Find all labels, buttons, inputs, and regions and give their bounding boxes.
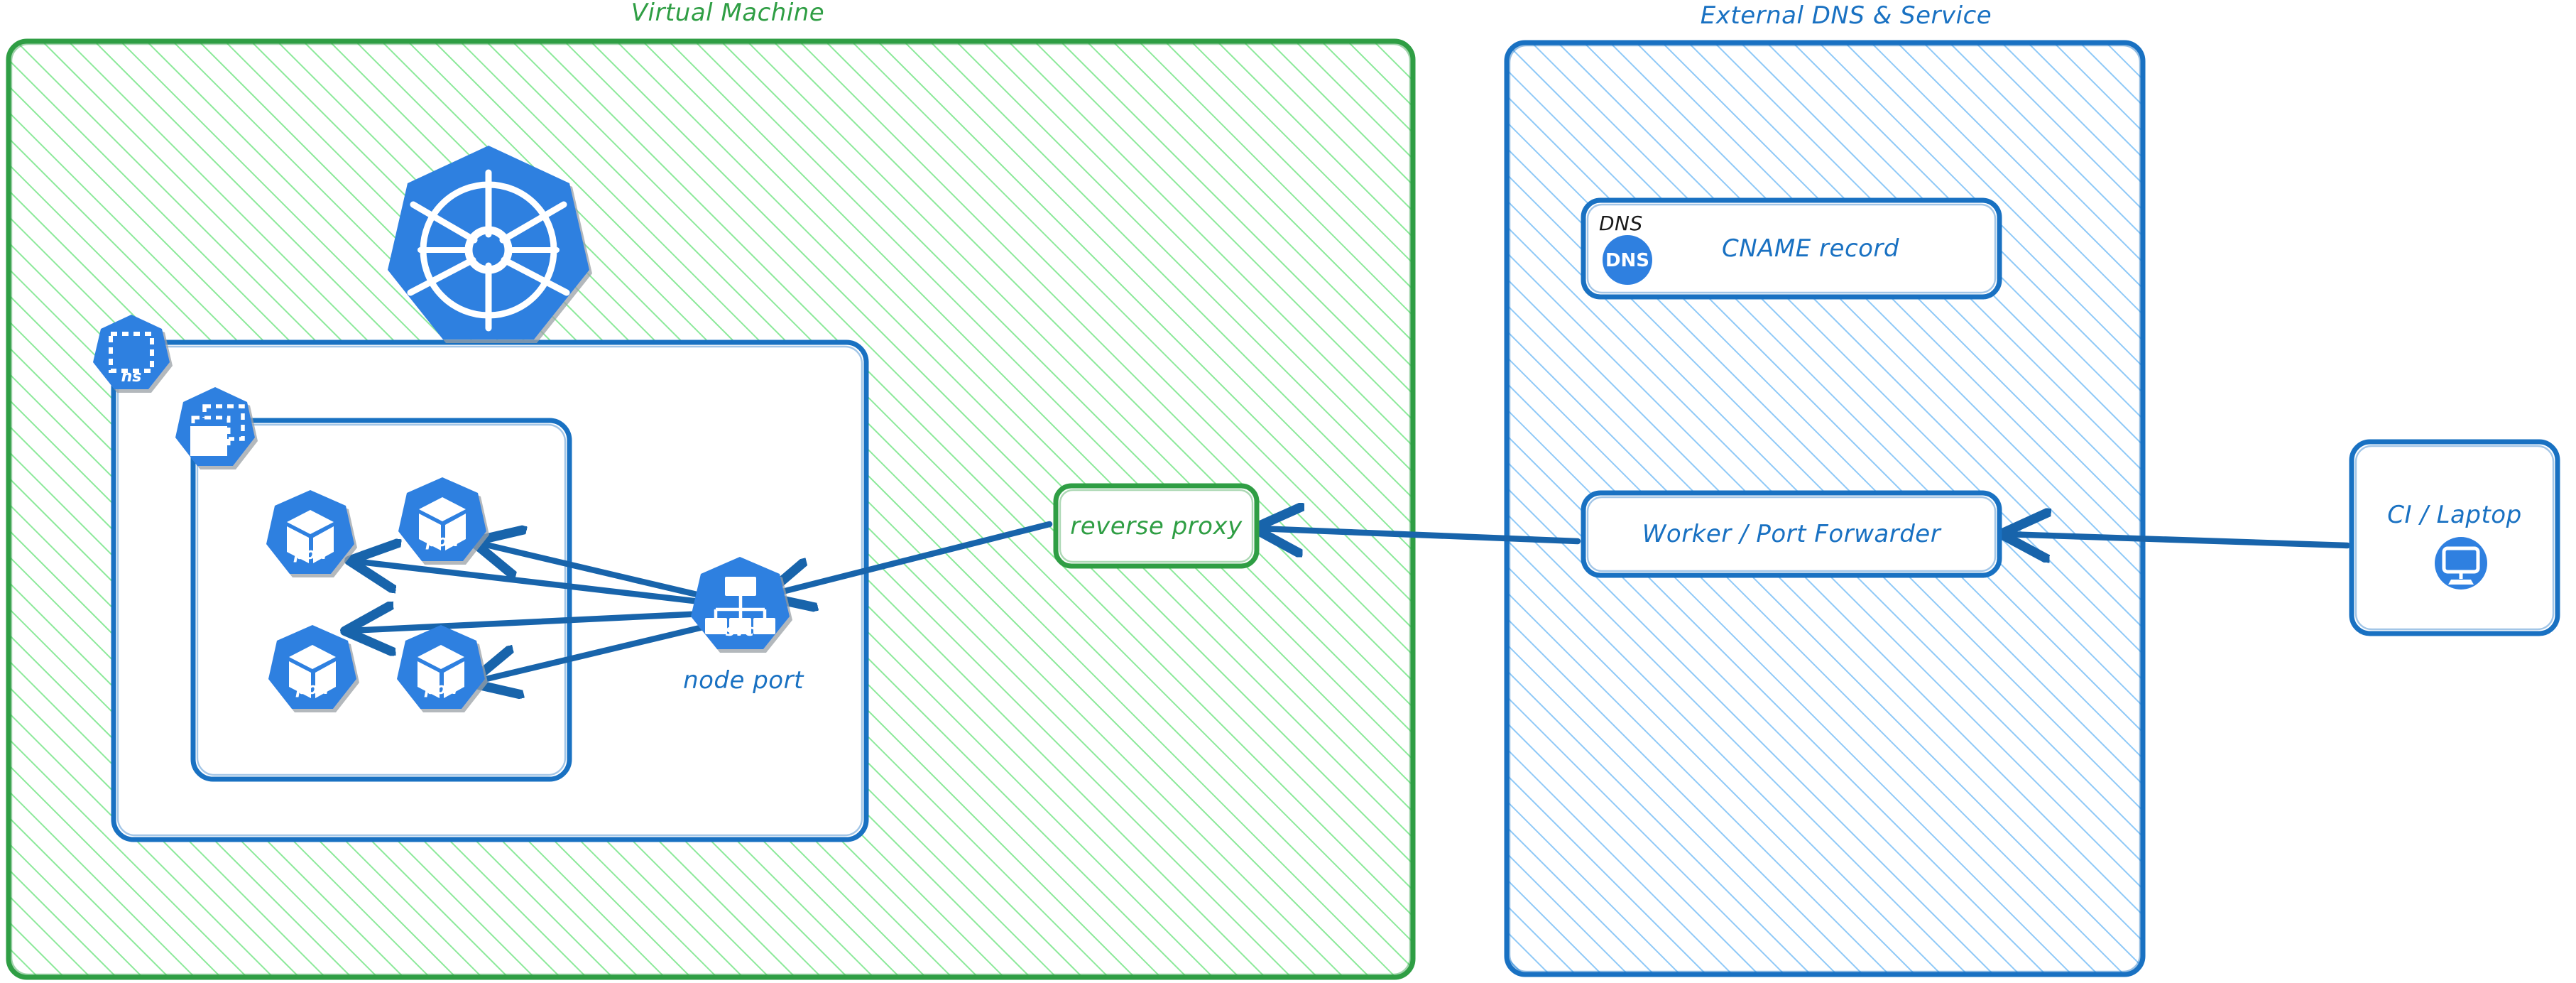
- kubernetes-pod-icon-3: [268, 625, 356, 709]
- client-card[interactable]: [2349, 439, 2560, 636]
- replicaset-box: [190, 418, 572, 782]
- arrow-service-to-pod-3: [349, 612, 736, 631]
- kubernetes-service-icon: [691, 557, 790, 649]
- dns-badge-icon: [1603, 235, 1652, 285]
- kubernetes-pod-icon-2: [398, 477, 486, 561]
- connector-reverse-proxy-to-service: [768, 521, 1053, 595]
- connector-client-to-worker: [2005, 534, 2351, 545]
- kubernetes-pod-icon-1: [266, 490, 354, 574]
- kubernetes-logo: [388, 146, 589, 340]
- arrow-service-to-pod-2: [477, 543, 733, 606]
- arrow-service-to-pod-4: [474, 616, 739, 682]
- worker-card-label: Worker / Port Forwarder: [1642, 520, 1941, 548]
- cname-record-label: CNAME record: [1721, 234, 1899, 263]
- client-card-label: CI / Laptop: [2387, 501, 2522, 529]
- reverse-proxy-label: reverse proxy: [1070, 511, 1243, 541]
- dns-card[interactable]: [1581, 197, 2002, 300]
- desktop-monitor-icon: [2435, 537, 2487, 590]
- kubernetes-namespace-icon: [93, 315, 170, 389]
- worker-card[interactable]: [1581, 490, 2002, 578]
- kubernetes-pod-icon-4: [397, 625, 485, 709]
- arrow-service-to-pod-1: [354, 561, 733, 609]
- connector-worker-to-reverse-proxy: [1258, 528, 1581, 541]
- kubernetes-replicaset-icon: [175, 387, 255, 466]
- reverse-proxy-box[interactable]: [1053, 483, 1260, 569]
- connector-service-to-pods: [349, 543, 739, 682]
